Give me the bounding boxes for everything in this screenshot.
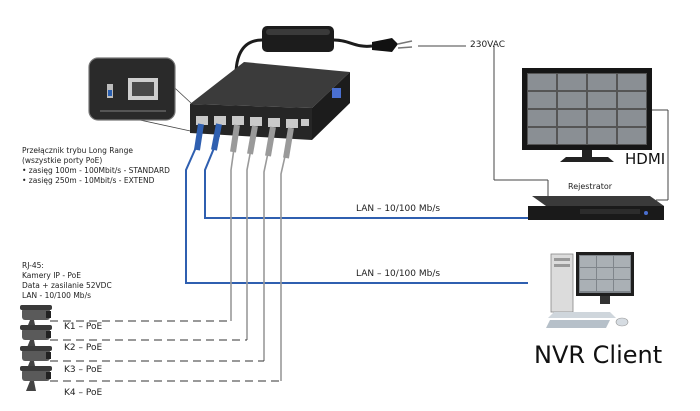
mode-note-line: • zasięg 100m - 100Mbit/s - STANDARD	[22, 166, 170, 175]
recorder-label: Rejestrator	[568, 182, 613, 191]
rj45-note-line: Data + zasilanie 52VDC	[22, 281, 112, 290]
rj45-note-line: LAN - 10/100 Mb/s	[22, 291, 92, 300]
grey-cable-k1	[50, 124, 240, 322]
camera-k4-label: K4 – PoE	[64, 388, 103, 398]
lan-recorder-label: LAN – 10/100 Mb/s	[356, 204, 441, 214]
camera-k1-label: K1 – PoE	[64, 322, 103, 332]
hdmi-monitor	[522, 68, 652, 162]
mode-note-line: (wszystkie porty PoE)	[22, 156, 103, 165]
rj45-note-line: Kamery IP - PoE	[22, 271, 82, 280]
power-label: 230VAC	[470, 40, 506, 50]
power-adapter	[234, 26, 373, 76]
poe-switch	[190, 62, 350, 140]
grey-cable-k4	[50, 127, 294, 382]
grey-cable-k3	[50, 126, 276, 362]
power-plug	[372, 38, 466, 52]
rj45-note: RJ-45: Kamery IP - PoE Data + zasilanie …	[22, 261, 112, 301]
camera-k4	[20, 366, 52, 391]
lan-client-label: LAN – 10/100 Mb/s	[356, 269, 441, 279]
mode-note-line: Przełącznik trybu Long Range	[22, 146, 134, 155]
camera-k2-label: K2 – PoE	[64, 343, 103, 353]
camera-k1	[20, 305, 52, 330]
nvr-client-label: NVR Client	[534, 341, 663, 369]
rj45-note-line: RJ-45:	[22, 261, 44, 270]
mode-note-line: • zasięg 250m - 10Mbit/s - EXTEND	[22, 176, 155, 185]
nvr-recorder	[528, 196, 664, 220]
blue-cable-recorder	[204, 123, 528, 219]
nvr-client-pc	[546, 252, 634, 328]
camera-k3-label: K3 – PoE	[64, 365, 103, 375]
grey-cable-k2	[50, 125, 258, 341]
blue-cable-client	[185, 123, 528, 284]
switch-zoom-inset	[88, 57, 206, 133]
hdmi-label: HDMI	[625, 150, 666, 168]
mode-note: Przełącznik trybu Long Range (wszystkie …	[22, 146, 170, 186]
